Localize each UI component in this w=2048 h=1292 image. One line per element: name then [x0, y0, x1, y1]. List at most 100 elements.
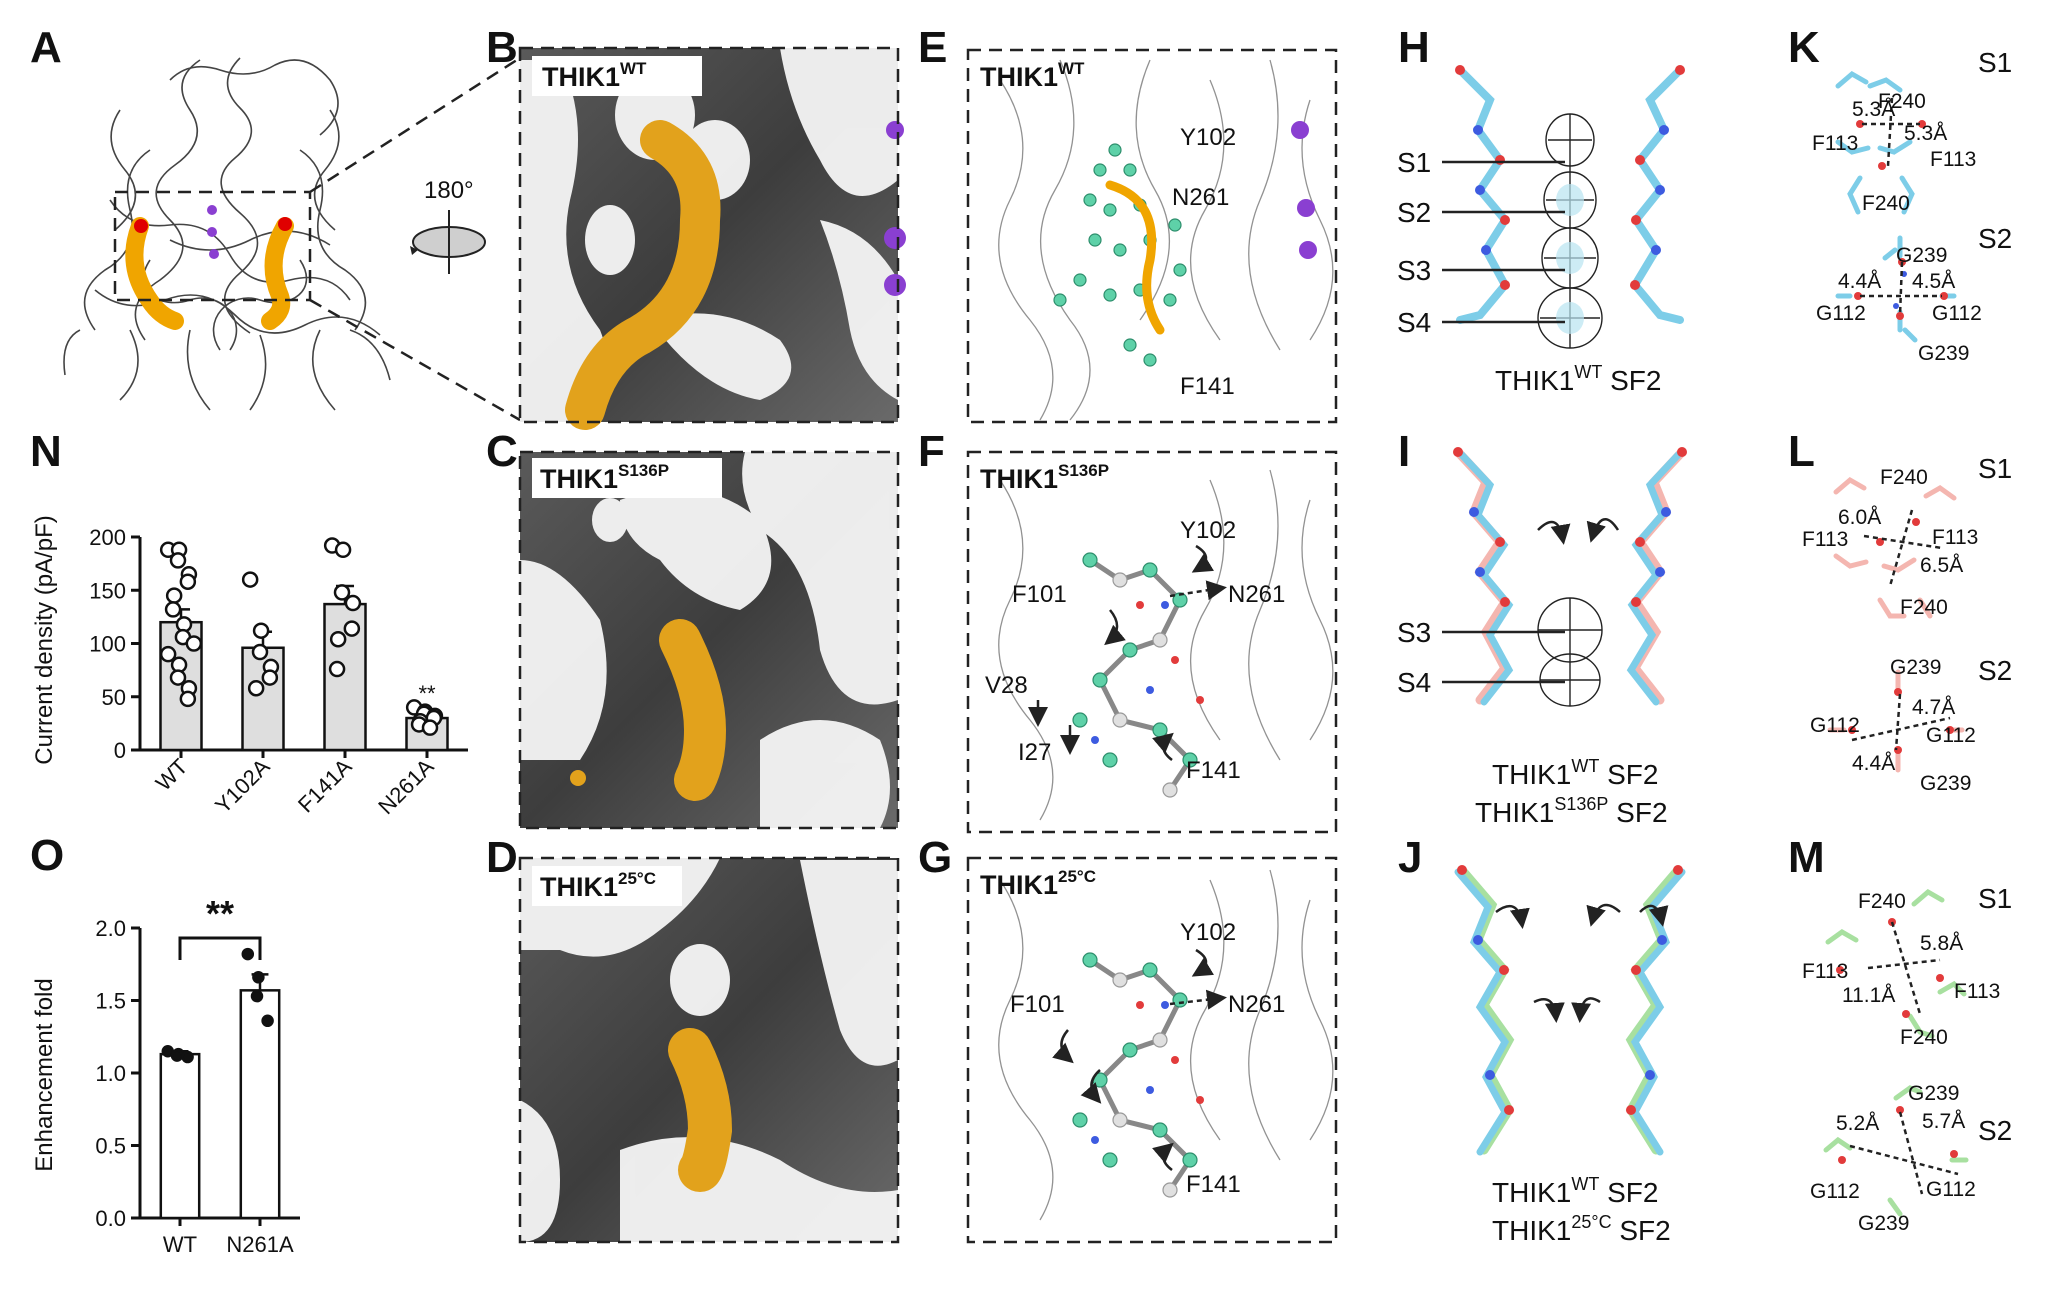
dist-l-s2-0: 4.7Å	[1912, 696, 1955, 719]
data-point	[165, 587, 183, 604]
data-point	[343, 620, 361, 637]
dist-k-s2-1: 4.5Å	[1912, 270, 1955, 293]
data-point	[179, 690, 197, 708]
panel-label-n: N	[30, 427, 62, 476]
site-h-s3: S3	[1397, 255, 1431, 286]
res-l-s1-3: F240	[1900, 596, 1948, 619]
panel-label-l: L	[1788, 427, 1815, 476]
tag-box-d	[532, 866, 682, 906]
panel-label-f: F	[918, 427, 945, 476]
channel-cartoon	[63, 57, 391, 411]
res-m-s2-3: G239	[1858, 1212, 1909, 1235]
lipid-headgroup-left	[134, 219, 148, 233]
panel-e: E THIK1WT Y102 N261 F141	[918, 23, 1338, 424]
zoom-line-top	[309, 56, 521, 194]
panel-label-d: D	[486, 833, 518, 882]
data-point	[170, 1049, 184, 1062]
site-m-s1: S1	[1978, 883, 2012, 914]
site-h-s4: S4	[1397, 307, 1431, 338]
residue-g-n261: N261	[1228, 991, 1285, 1018]
caption-i1: THIK1WT SF2	[1492, 756, 1658, 790]
data-point	[252, 622, 270, 639]
y-tick-label: 0.5	[95, 1134, 126, 1159]
lipid-right	[261, 217, 294, 330]
dist-m-s2-1: 5.7Å	[1922, 1110, 1965, 1133]
panel-c: C THIK1S136P	[486, 427, 900, 830]
dist-k-s1-0: 5.3Å	[1852, 98, 1895, 121]
res-m-s1-3: F240	[1900, 1026, 1948, 1049]
data-point	[252, 971, 265, 984]
panel-j: J THIK1WT SF2 THIK125°C SF2	[1398, 833, 1686, 1246]
res-m-s1-2: F113	[1954, 980, 2000, 1003]
y-tick-label: 100	[89, 632, 126, 657]
residue-f-n261: N261	[1228, 581, 1285, 608]
res-m-s2-0: G239	[1908, 1082, 1959, 1105]
panel-label-h: H	[1398, 23, 1430, 72]
x-tick-label: WT	[163, 1232, 197, 1257]
y-tick-label: 2.0	[95, 916, 126, 941]
data-point	[250, 989, 264, 1003]
panel-label-a: A	[30, 23, 62, 72]
res-l-s2-0: G239	[1890, 656, 1941, 679]
site-l-s1: S1	[1978, 453, 2012, 484]
data-point	[159, 645, 177, 663]
tag-box-c	[532, 458, 722, 498]
data-point	[333, 584, 351, 601]
res-l-s1-1: F113	[1802, 528, 1848, 551]
data-point	[251, 643, 269, 661]
panel-n: N Current density (pA/pF) 050100150200WT…	[30, 427, 468, 819]
res-k-s2-3: G239	[1918, 342, 1969, 365]
y-tick-label: 0.0	[95, 1206, 126, 1231]
dist-m-s1-0: 5.8Å	[1920, 932, 1963, 955]
res-k-s1-3: F240	[1862, 192, 1910, 215]
y-tick-label: 0	[114, 738, 126, 763]
data-point	[247, 679, 265, 697]
data-point	[185, 635, 203, 652]
data-point	[169, 669, 187, 686]
res-l-s2-2: G112	[1926, 724, 1976, 747]
panel-b: B THIK1WT	[486, 23, 906, 430]
site-l-s2: S2	[1978, 655, 2012, 686]
residue-f-i27: I27	[1018, 739, 1051, 766]
dist-l-s1-1: 6.5Å	[1920, 554, 1963, 577]
zoom-line-bottom	[309, 298, 521, 422]
residue-g-f141: F141	[1186, 1171, 1241, 1198]
y-tick-label: 50	[102, 685, 126, 710]
significance-mark: **	[418, 681, 436, 706]
dist-k-s2-0: 4.4Å	[1838, 270, 1881, 293]
data-point	[329, 630, 347, 648]
panel-label-c: C	[486, 427, 518, 476]
panel-label-k: K	[1788, 23, 1820, 72]
significance-mark: **	[206, 893, 234, 934]
lipid-headgroup-right	[278, 217, 292, 231]
tag-f: THIK1S136P	[980, 461, 1109, 494]
panel-label-b: B	[486, 23, 518, 72]
data-point	[241, 947, 255, 961]
tag-b: THIK1WT	[542, 59, 647, 92]
tag-e: THIK1WT	[980, 59, 1085, 92]
data-point	[344, 594, 362, 612]
caption-h: THIK1WT SF2	[1495, 362, 1661, 396]
caption-i2: THIK1S136P SF2	[1475, 794, 1668, 828]
panel-label-i: I	[1398, 427, 1410, 476]
tag-c: THIK1S136P	[540, 461, 669, 494]
site-i-s4: S4	[1397, 667, 1431, 698]
panel-k: K S1 F240 F113 F113 F240 5.3Å 5.3Å S2 G2…	[1788, 23, 2012, 365]
panel-label-m: M	[1788, 833, 1825, 882]
panel-label-j: J	[1398, 833, 1422, 882]
y-tick-label: 200	[89, 525, 126, 550]
dist-m-s1-1: 11.1Å	[1842, 984, 1895, 1007]
res-m-s1-0: F240	[1858, 890, 1906, 913]
ions	[207, 205, 219, 259]
res-l-s1-2: F113	[1932, 526, 1978, 549]
zoom-box	[113, 190, 312, 302]
rotation-label: 180°	[424, 177, 474, 204]
data-point	[334, 541, 352, 559]
residue-g-y102: Y102	[1180, 919, 1236, 946]
residue-f-v28: V28	[985, 672, 1028, 699]
panel-label-e: E	[918, 23, 947, 72]
res-k-s2-2: G112	[1932, 302, 1982, 325]
